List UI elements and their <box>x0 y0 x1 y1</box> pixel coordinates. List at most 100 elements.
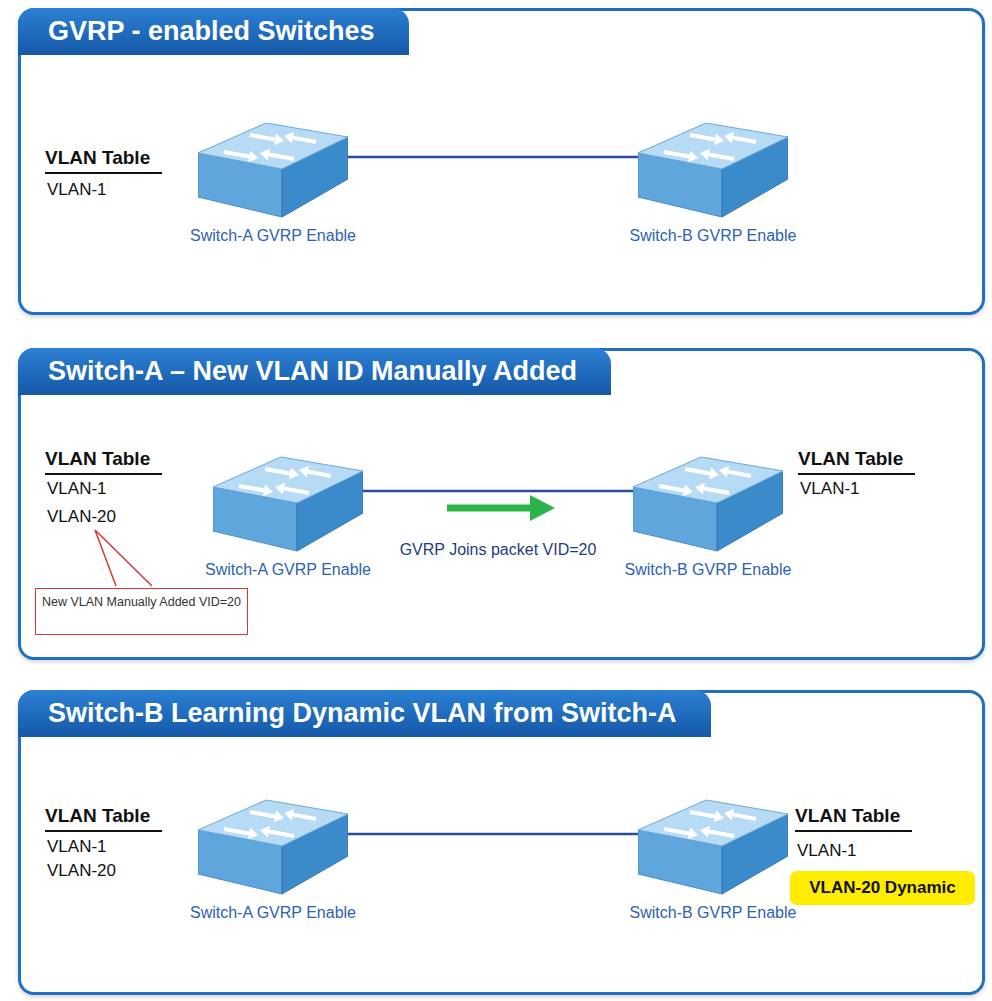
icon-arrow-head <box>688 151 698 163</box>
icon-arrow-shaft <box>709 155 734 159</box>
switch-icon <box>198 798 348 895</box>
table-entry: VLAN-1 <box>47 837 107 857</box>
icon-arrow-head <box>299 466 309 478</box>
icon-arrow-shaft <box>308 472 331 476</box>
icon-arrow-head <box>714 811 724 823</box>
icon-arrow-head <box>284 132 294 144</box>
icon-arrow-shaft <box>685 469 710 473</box>
icon-arrow-shaft <box>224 152 249 156</box>
icon-arrow-head <box>683 485 693 497</box>
icon-arrow-head <box>714 134 724 146</box>
icon-arrow-shaft <box>265 469 290 473</box>
switch-top <box>638 123 788 169</box>
switch-node: Switch-A GVRP Enable <box>198 121 348 263</box>
icon-arrow-shaft <box>293 815 316 819</box>
switch-arrows <box>659 466 751 497</box>
icon-arrow-head <box>700 826 710 838</box>
panel-heading: GVRP - enabled Switches <box>18 8 409 55</box>
icon-arrow-shaft <box>733 815 756 819</box>
table-entry: VLAN-1 <box>800 479 860 499</box>
switch-top <box>213 457 363 503</box>
icon-arrow-shaft <box>250 135 275 139</box>
icon-arrow-head <box>260 149 270 161</box>
switch-node: Switch-A GVRP Enable <box>198 798 348 940</box>
icon-arrow-head <box>284 809 294 821</box>
switch-node: Switch-B GVRP Enable <box>638 798 788 940</box>
highlight-text: VLAN-20 Dynamic <box>809 878 955 898</box>
switch-node: Switch-B GVRP Enable <box>633 455 783 597</box>
callout-box: New VLAN Manually Added VID=20 <box>35 588 248 635</box>
switch-label: Switch-B GVRP Enable <box>608 226 818 246</box>
icon-arrow-head <box>260 826 270 838</box>
icon-arrow-shaft <box>664 152 689 156</box>
highlight-box: VLAN-20 Dynamic <box>790 871 975 905</box>
switch-top <box>638 800 788 846</box>
switch-arrows <box>664 809 756 840</box>
icon-arrow-head <box>719 466 729 478</box>
switch-top <box>198 123 348 169</box>
icon-arrow-head <box>248 828 258 840</box>
icon-arrow-shaft <box>709 832 734 836</box>
icon-arrow-shaft <box>269 155 294 159</box>
switch-icon <box>638 121 788 218</box>
icon-arrow-shaft <box>224 829 249 833</box>
table-heading: VLAN Table <box>798 448 915 475</box>
panel-box: GVRP - enabled SwitchesSwitch-A GVRP Ena… <box>18 8 985 315</box>
switch-arrows <box>224 132 316 163</box>
table-entry: VLAN-20 <box>47 507 116 527</box>
switch-icon <box>213 455 363 552</box>
switch-label: Switch-B GVRP Enable <box>603 560 813 580</box>
table-heading: VLAN Table <box>45 805 162 832</box>
icon-arrow-head <box>248 151 258 163</box>
icon-arrow-head <box>289 468 299 480</box>
table-entry: VLAN-1 <box>47 479 107 499</box>
icon-arrow-shaft <box>293 138 316 142</box>
icon-arrow-shaft <box>664 829 689 833</box>
switch-node: Switch-B GVRP Enable <box>638 121 788 263</box>
icon-arrow-head <box>700 149 710 161</box>
icon-arrow-shaft <box>659 486 684 490</box>
table-entry: VLAN-1 <box>797 841 857 861</box>
icon-arrow-head <box>274 134 284 146</box>
switch-icon <box>198 121 348 218</box>
icon-arrow-head <box>709 468 719 480</box>
icon-arrow-head <box>695 483 705 495</box>
icon-arrow-shaft <box>690 812 715 816</box>
table-entry: VLAN-20 <box>47 861 116 881</box>
icon-arrow-head <box>275 483 285 495</box>
panel-box: Switch-A – New VLAN ID Manually AddedSwi… <box>18 348 985 660</box>
switch-arrows <box>239 466 331 497</box>
table-heading: VLAN Table <box>45 147 162 174</box>
icon-arrow-shaft <box>704 489 729 493</box>
icon-arrow-shaft <box>284 489 309 493</box>
switch-top <box>198 800 348 846</box>
switch-node: Switch-A GVRP Enable <box>213 455 363 597</box>
icon-arrow-head <box>274 811 284 823</box>
icon-arrow-head <box>724 132 734 144</box>
icon-arrow-shaft <box>733 138 756 142</box>
icon-arrow-head <box>688 828 698 840</box>
connector-label: GVRP Joins packet VID=20 <box>388 539 608 561</box>
callout-text: New VLAN Manually Added VID=20 <box>36 593 247 611</box>
icon-arrow-head <box>263 485 273 497</box>
switch-label: Switch-A GVRP Enable <box>183 560 393 580</box>
icon-arrow-shaft <box>239 486 264 490</box>
table-heading: VLAN Table <box>45 448 162 475</box>
switch-label: Switch-A GVRP Enable <box>168 903 378 923</box>
switch-label: Switch-A GVRP Enable <box>168 226 378 246</box>
table-entry: VLAN-1 <box>47 180 107 200</box>
icon-arrow-shaft <box>728 472 751 476</box>
icon-arrow-head <box>724 809 734 821</box>
switch-icon <box>633 455 783 552</box>
switch-icon <box>638 798 788 895</box>
icon-arrow-shaft <box>690 135 715 139</box>
switch-arrows <box>664 132 756 163</box>
switch-label: Switch-B GVRP Enable <box>608 903 818 923</box>
table-heading: VLAN Table <box>795 805 912 832</box>
icon-arrow-shaft <box>250 812 275 816</box>
panel-heading: Switch-B Learning Dynamic VLAN from Swit… <box>18 690 711 737</box>
switch-top <box>633 457 783 503</box>
panel-heading: Switch-A – New VLAN ID Manually Added <box>18 348 611 395</box>
switch-arrows <box>224 809 316 840</box>
icon-arrow-shaft <box>269 832 294 836</box>
